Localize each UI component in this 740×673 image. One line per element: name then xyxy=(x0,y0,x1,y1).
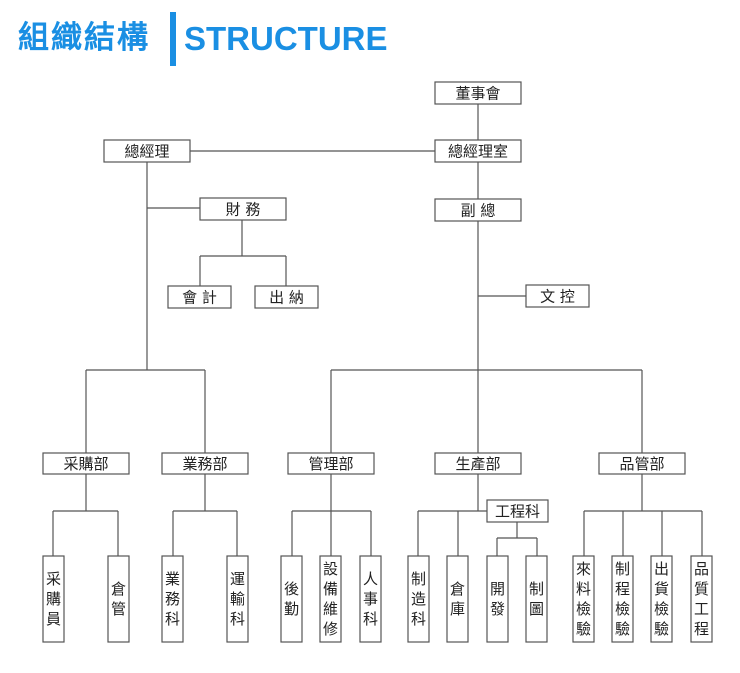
node-doc-control: 文 控 xyxy=(525,284,590,308)
node-maintenance: 設備維修 xyxy=(319,555,342,643)
node-quality-engineering-label: 品質工程 xyxy=(694,560,709,638)
connectors xyxy=(52,104,703,556)
node-process-inspection: 制程檢驗 xyxy=(611,555,634,643)
title-divider-bar xyxy=(170,12,176,66)
node-sales-section: 業務科 xyxy=(161,555,184,643)
node-warehouse: 倉庫 xyxy=(446,555,469,643)
node-gm-office: 總經理室 xyxy=(434,139,522,163)
node-finance-label: 財 務 xyxy=(226,201,261,219)
node-doc-control-label: 文 控 xyxy=(540,288,575,306)
node-engineering-label: 工程科 xyxy=(495,503,540,521)
node-sales-dept-label: 業務部 xyxy=(182,455,227,473)
node-drafting-label: 制圖 xyxy=(529,580,544,618)
node-sales-section-label: 業務科 xyxy=(165,570,180,628)
node-accounting-label: 會 計 xyxy=(182,289,217,307)
node-drafting: 制圖 xyxy=(525,555,548,643)
node-transport-section-label: 運輸科 xyxy=(230,570,245,628)
node-qc-dept: 品管部 xyxy=(598,452,686,475)
node-process-inspection-label: 制程檢驗 xyxy=(615,560,630,638)
node-gm-office-label: 總經理室 xyxy=(448,143,508,161)
node-engineering: 工程科 xyxy=(486,499,549,523)
node-purchasing-dept-label: 采購部 xyxy=(63,455,108,473)
node-logistics: 後勤 xyxy=(280,555,303,643)
node-shipping-inspection: 出貨檢驗 xyxy=(650,555,673,643)
node-development-label: 開發 xyxy=(490,580,505,618)
node-deputy-gm: 副 總 xyxy=(434,198,522,222)
node-warehouse-mgmt: 倉管 xyxy=(107,555,130,643)
node-purchasing-label: 采購員 xyxy=(46,570,61,628)
node-board-label: 董事會 xyxy=(455,85,500,103)
node-board: 董事會 xyxy=(434,81,522,105)
node-cashier-label: 出 納 xyxy=(269,289,304,307)
node-hr-section-label: 人事科 xyxy=(363,570,378,628)
node-maintenance-label: 設備維修 xyxy=(323,560,338,638)
node-management-dept: 管理部 xyxy=(287,452,375,475)
node-finance: 財 務 xyxy=(199,197,287,221)
node-purchasing-dept: 采購部 xyxy=(42,452,130,475)
node-transport-section: 運輸科 xyxy=(226,555,249,643)
node-incoming-inspection: 來料檢驗 xyxy=(572,555,595,643)
node-management-dept-label: 管理部 xyxy=(308,455,353,473)
node-shipping-inspection-label: 出貨檢驗 xyxy=(654,560,669,638)
node-gm: 總經理 xyxy=(103,139,191,163)
node-quality-engineering: 品質工程 xyxy=(690,555,713,643)
node-manufacturing: 制造科 xyxy=(407,555,430,643)
node-purchasing: 采購員 xyxy=(42,555,65,643)
node-warehouse-label: 倉庫 xyxy=(450,580,465,618)
page-title-chinese: 組織結構 xyxy=(18,20,150,56)
node-cashier: 出 納 xyxy=(254,285,319,309)
node-development: 開發 xyxy=(486,555,509,643)
page-title-english: STRUCTURE xyxy=(184,20,388,57)
node-deputy-gm-label: 副 總 xyxy=(461,202,496,220)
node-warehouse-mgmt-label: 倉管 xyxy=(111,580,126,618)
node-incoming-inspection-label: 來料檢驗 xyxy=(576,560,591,638)
node-qc-dept-label: 品管部 xyxy=(619,455,664,473)
node-manufacturing-label: 制造科 xyxy=(411,570,426,628)
node-production-dept-label: 生產部 xyxy=(455,455,500,473)
node-sales-dept: 業務部 xyxy=(161,452,249,475)
node-production-dept: 生產部 xyxy=(434,452,522,475)
node-accounting: 會 計 xyxy=(167,285,232,309)
node-logistics-label: 後勤 xyxy=(284,580,299,618)
node-hr-section: 人事科 xyxy=(359,555,382,643)
node-gm-label: 總經理 xyxy=(124,143,169,161)
